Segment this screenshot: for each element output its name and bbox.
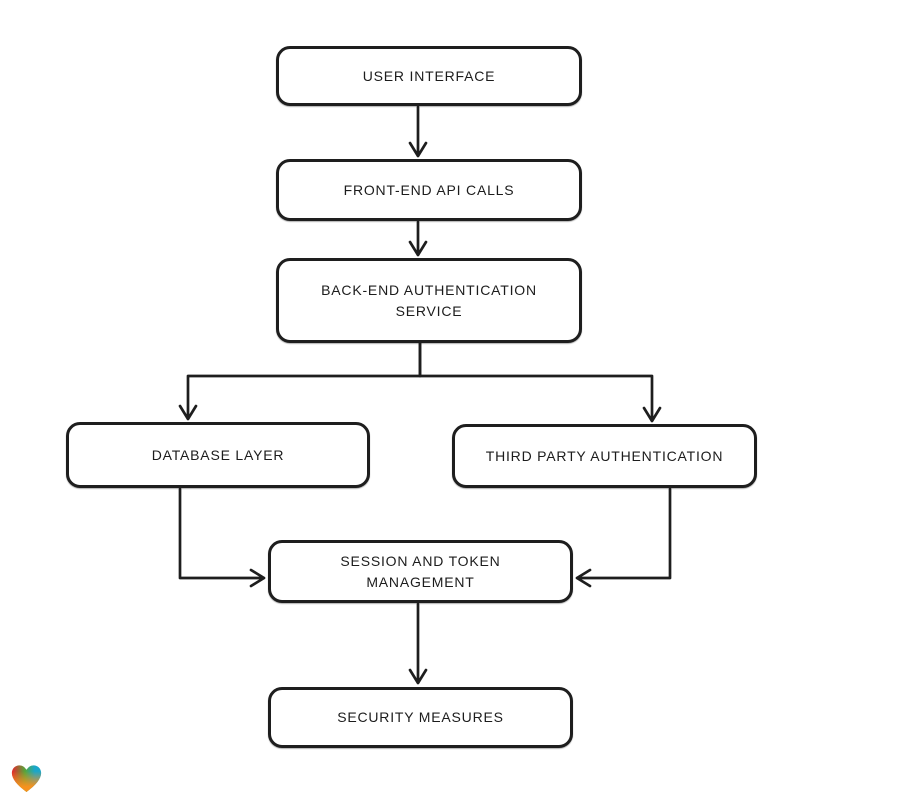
edge-database-to-session	[178, 487, 266, 588]
node-database-layer: DATABASE LAYER	[66, 422, 370, 488]
node-third-party-authentication: THIRD PARTY AUTHENTICATION	[452, 424, 757, 488]
heart-gradient-icon	[11, 765, 42, 792]
edge-back-end-to-third-party	[418, 341, 662, 423]
node-label-security-measures: SECURITY MEASURES	[337, 709, 504, 725]
edge-third-party-to-session	[575, 487, 672, 588]
node-front-end-api-calls: FRONT-END API CALLS	[276, 159, 582, 221]
node-back-end-authentication-service: BACK-END AUTHENTICATION SERVICE	[276, 258, 582, 343]
edge-user-interface-to-front-end	[408, 105, 428, 158]
node-label-third-party-authentication: THIRD PARTY AUTHENTICATION	[485, 447, 724, 464]
node-session-and-token-management: SESSION AND TOKEN MANAGEMENT	[268, 540, 573, 603]
edge-back-end-to-database	[178, 341, 422, 421]
node-label-front-end-api-calls: FRONT-END API CALLS	[343, 181, 515, 198]
node-label-back-end-authentication-service: BACK-END AUTHENTICATION SERVICE	[321, 281, 537, 319]
edge-session-to-security	[408, 602, 428, 685]
node-label-session-and-token-management: SESSION AND TOKEN MANAGEMENT	[340, 552, 501, 590]
edge-front-end-to-back-end	[408, 220, 428, 257]
node-label-user-interface: USER INTERFACE	[362, 67, 496, 84]
node-user-interface: USER INTERFACE	[276, 46, 582, 106]
node-security-measures: SECURITY MEASURES	[268, 687, 573, 748]
node-label-database-layer: DATABASE LAYER	[151, 446, 285, 463]
